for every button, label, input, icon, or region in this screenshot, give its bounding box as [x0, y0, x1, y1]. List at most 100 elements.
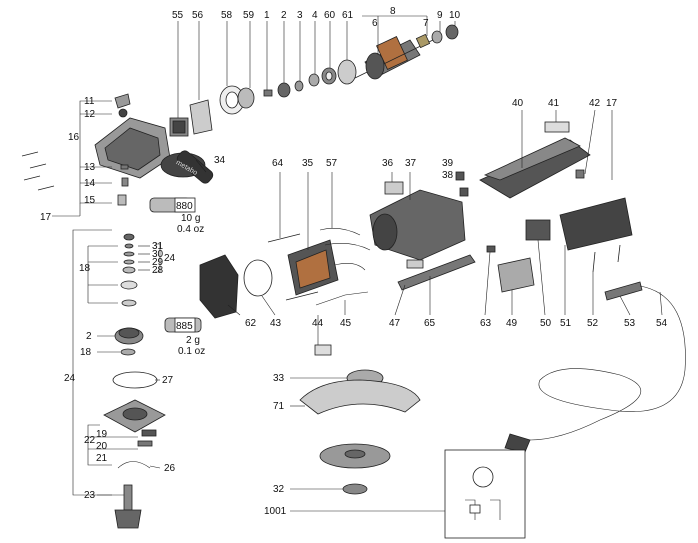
part-53-cable-sleeve: [604, 281, 643, 301]
small-parts-stack: [120, 233, 138, 307]
part-number-labels: 55 56 58 59 1 2 3 4 60 61 8 6 7 9 10 11 …: [40, 6, 668, 517]
tube-885-mass: 2 g: [186, 335, 200, 346]
label-52: 52: [587, 318, 599, 329]
tube-885: 885 2 g 0.1 oz: [164, 317, 205, 357]
part-19-screw: [141, 429, 157, 437]
tube-880-mass: 10 g: [181, 213, 200, 224]
part-49-switch: [497, 257, 535, 293]
label-1001: 1001: [264, 506, 287, 517]
label-53: 53: [624, 318, 636, 329]
part-45-cable: [315, 291, 369, 306]
label-21: 21: [96, 453, 108, 464]
label-36: 36: [382, 158, 394, 169]
label-22: 22: [84, 435, 96, 446]
label-63: 63: [480, 318, 492, 329]
tube-880: 880 10 g 0.4 oz: [149, 197, 204, 235]
label-62: 62: [245, 318, 257, 329]
label-6: 6: [372, 18, 378, 29]
label-2: 2: [281, 10, 287, 21]
part-2-gear: [277, 82, 291, 98]
label-12: 12: [84, 109, 96, 120]
part-57-wires: [319, 228, 371, 271]
part-38-39-clips: [455, 171, 469, 197]
tube-885-code: 885: [176, 321, 193, 332]
label-2b: 2: [86, 331, 92, 342]
label-71: 71: [273, 401, 285, 412]
label-44: 44: [312, 318, 324, 329]
part-6-fan: [365, 52, 385, 80]
part-10-bearing: [445, 24, 459, 40]
label-1: 1: [264, 10, 270, 21]
label-34: 34: [214, 155, 226, 166]
label-55: 55: [172, 10, 184, 21]
label-26: 26: [164, 463, 176, 474]
label-32: 32: [273, 484, 285, 495]
label-7: 7: [423, 18, 429, 29]
label-8: 8: [390, 6, 396, 17]
part-61-disc: [337, 59, 357, 85]
part-9-bearing: [431, 30, 443, 44]
label-29: 29: [152, 257, 164, 268]
leader-lines: [52, 15, 663, 512]
part-1-screw: [263, 89, 273, 97]
part-3-ring: [294, 80, 304, 92]
part-26-spring: [117, 461, 151, 469]
label-14: 14: [84, 178, 96, 189]
part-50-suppressor: [525, 219, 551, 241]
label-24b: 24: [64, 373, 76, 384]
part-35-stator: [287, 239, 339, 296]
label-40: 40: [512, 98, 524, 109]
part-51-rear-cover: [559, 197, 633, 251]
label-37: 37: [405, 158, 417, 169]
label-33: 33: [273, 373, 285, 384]
part-11-lever: [114, 93, 131, 109]
label-61: 61: [342, 10, 354, 21]
label-30: 30: [152, 249, 164, 260]
part-22-bearing-flange: [103, 399, 166, 433]
label-24a: 24: [164, 253, 176, 264]
label-57: 57: [326, 158, 338, 169]
label-19: 19: [96, 429, 108, 440]
label-59: 59: [243, 10, 255, 21]
part-64-pins: [267, 233, 319, 301]
part-37-motor-housing: [369, 189, 466, 261]
tube-880-code: 880: [176, 201, 193, 212]
label-50: 50: [540, 318, 552, 329]
part-63-spring: [486, 245, 496, 253]
label-38: 38: [442, 170, 454, 181]
part-43-ring: [243, 259, 273, 297]
screws-left: [21, 151, 55, 191]
part-34-side-handle: metabo: [160, 150, 214, 184]
part-44-label: [314, 344, 332, 356]
part-41-label: [544, 121, 570, 133]
label-56: 56: [192, 10, 204, 21]
label-18b: 18: [80, 347, 92, 358]
part-55-flange: [169, 117, 189, 137]
label-17a: 17: [40, 212, 52, 223]
part-16-gear-housing: [94, 117, 171, 179]
label-20: 20: [96, 441, 108, 452]
part-40-handle-cover: [479, 137, 591, 199]
part-2-bevel-gear: [114, 327, 144, 345]
label-28: 28: [152, 265, 164, 276]
label-23: 23: [84, 490, 96, 501]
part-47-65-switch-rod: [397, 254, 476, 291]
label-65: 65: [424, 318, 436, 329]
label-3: 3: [297, 10, 303, 21]
label-31: 31: [152, 241, 164, 252]
label-51: 51: [560, 318, 572, 329]
part-27-oring: [112, 371, 158, 389]
label-41: 41: [548, 98, 560, 109]
label-11: 11: [84, 96, 95, 107]
part-32-flange-nut: [342, 483, 368, 495]
part-13-pin: [120, 164, 129, 170]
label-13: 13: [84, 162, 96, 173]
label-10: 10: [449, 10, 461, 21]
part-14-screw: [121, 177, 129, 187]
label-18a: 18: [79, 263, 91, 274]
label-17b: 17: [606, 98, 618, 109]
label-39: 39: [442, 158, 454, 169]
label-15: 15: [84, 195, 96, 206]
label-27: 27: [162, 375, 174, 386]
label-49: 49: [506, 318, 518, 329]
